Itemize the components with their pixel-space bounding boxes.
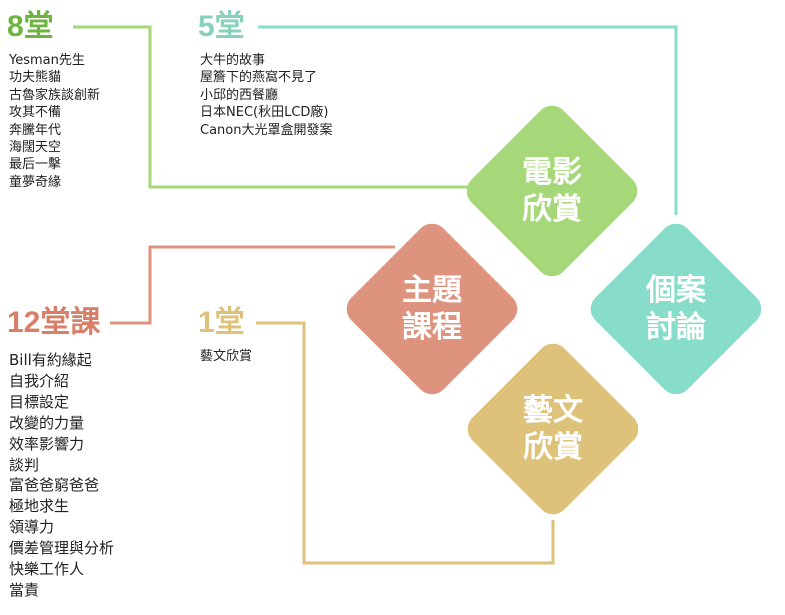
diamond-film-line2: 欣賞: [522, 192, 582, 227]
list-item: 目標設定: [9, 392, 70, 411]
diamond-case-line1: 個案: [646, 273, 706, 308]
list-item: 奔騰年代: [9, 122, 62, 138]
list-item: 富爸爸窮爸爸: [9, 476, 100, 495]
diamond-case: [590, 223, 762, 395]
art-count: 1堂: [198, 306, 245, 339]
film-list: 大牛的故事 屋簷下的燕窩不見了 小邱的西餐廳 日本NEC(秋田LCD廠) Can…: [200, 52, 332, 139]
list-item: 談判: [9, 455, 40, 474]
diamond-film-label: 電影 欣賞: [492, 154, 612, 228]
list-item: 當責: [9, 580, 40, 599]
list-item: 小邱的西餐廳: [200, 87, 279, 103]
diamond-art-line2: 欣賞: [523, 430, 583, 465]
list-item: 古魯家族談創新: [9, 87, 101, 103]
list-item: 攻其不備: [9, 105, 62, 121]
list-item: 自我介紹: [9, 371, 70, 390]
list-item: 極地求生: [9, 497, 70, 516]
list-item: 海闊天空: [9, 140, 62, 156]
list-item: Yesman先生: [9, 53, 85, 68]
list-item: Canon大光罩盒開發案: [200, 122, 333, 138]
connector-film: [258, 25, 678, 215]
list-item: 藝文欣賞: [200, 349, 253, 364]
diamond-topic: [346, 223, 518, 395]
list-item: 領導力: [9, 518, 55, 537]
list-item: 童夢奇緣: [9, 174, 62, 190]
connector-art: [256, 321, 555, 565]
list-item: Bill有約緣起: [9, 351, 92, 369]
diamond-art-label: 藝文 欣賞: [493, 392, 613, 466]
diamond-topic-label: 主題 課程: [372, 272, 492, 346]
diamond-film-line1: 電影: [522, 155, 582, 190]
list-item: 大牛的故事: [200, 53, 266, 68]
diamond-topic-line1: 主題: [402, 273, 462, 308]
diamond-case-label: 個案 討論: [616, 272, 736, 346]
diamond-art: [467, 343, 639, 515]
diamond-topic-line2: 課程: [402, 310, 462, 345]
topic-count: 12堂課: [7, 306, 101, 339]
list-item: 效率影響力: [9, 434, 85, 453]
film-count: 5堂: [198, 10, 245, 43]
list-item: 日本NEC(秋田LCD廠): [200, 105, 329, 121]
case-list: Yesman先生 功夫熊貓 古魯家族談創新 攻其不備 奔騰年代 海闊天空 最后一…: [9, 52, 100, 191]
connector-case: [73, 25, 470, 189]
topic-list: Bill有約緣起 自我介紹 目標設定 改變的力量 效率影響力 談判 富爸爸窮爸爸…: [9, 350, 114, 601]
list-item: 快樂工作人: [9, 560, 85, 579]
list-item: 價差管理與分析: [9, 539, 115, 558]
list-item: 功夫熊貓: [9, 70, 62, 86]
diamond-case-line2: 討論: [646, 310, 706, 345]
list-item: 屋簷下的燕窩不見了: [200, 70, 318, 86]
diamond-film: [466, 105, 638, 277]
art-list: 藝文欣賞: [200, 348, 252, 365]
case-count: 8堂: [7, 10, 54, 43]
list-item: 改變的力量: [9, 413, 85, 432]
list-item: 最后一擊: [9, 157, 62, 173]
diamond-art-line1: 藝文: [523, 393, 583, 428]
connector-topic: [110, 245, 395, 325]
